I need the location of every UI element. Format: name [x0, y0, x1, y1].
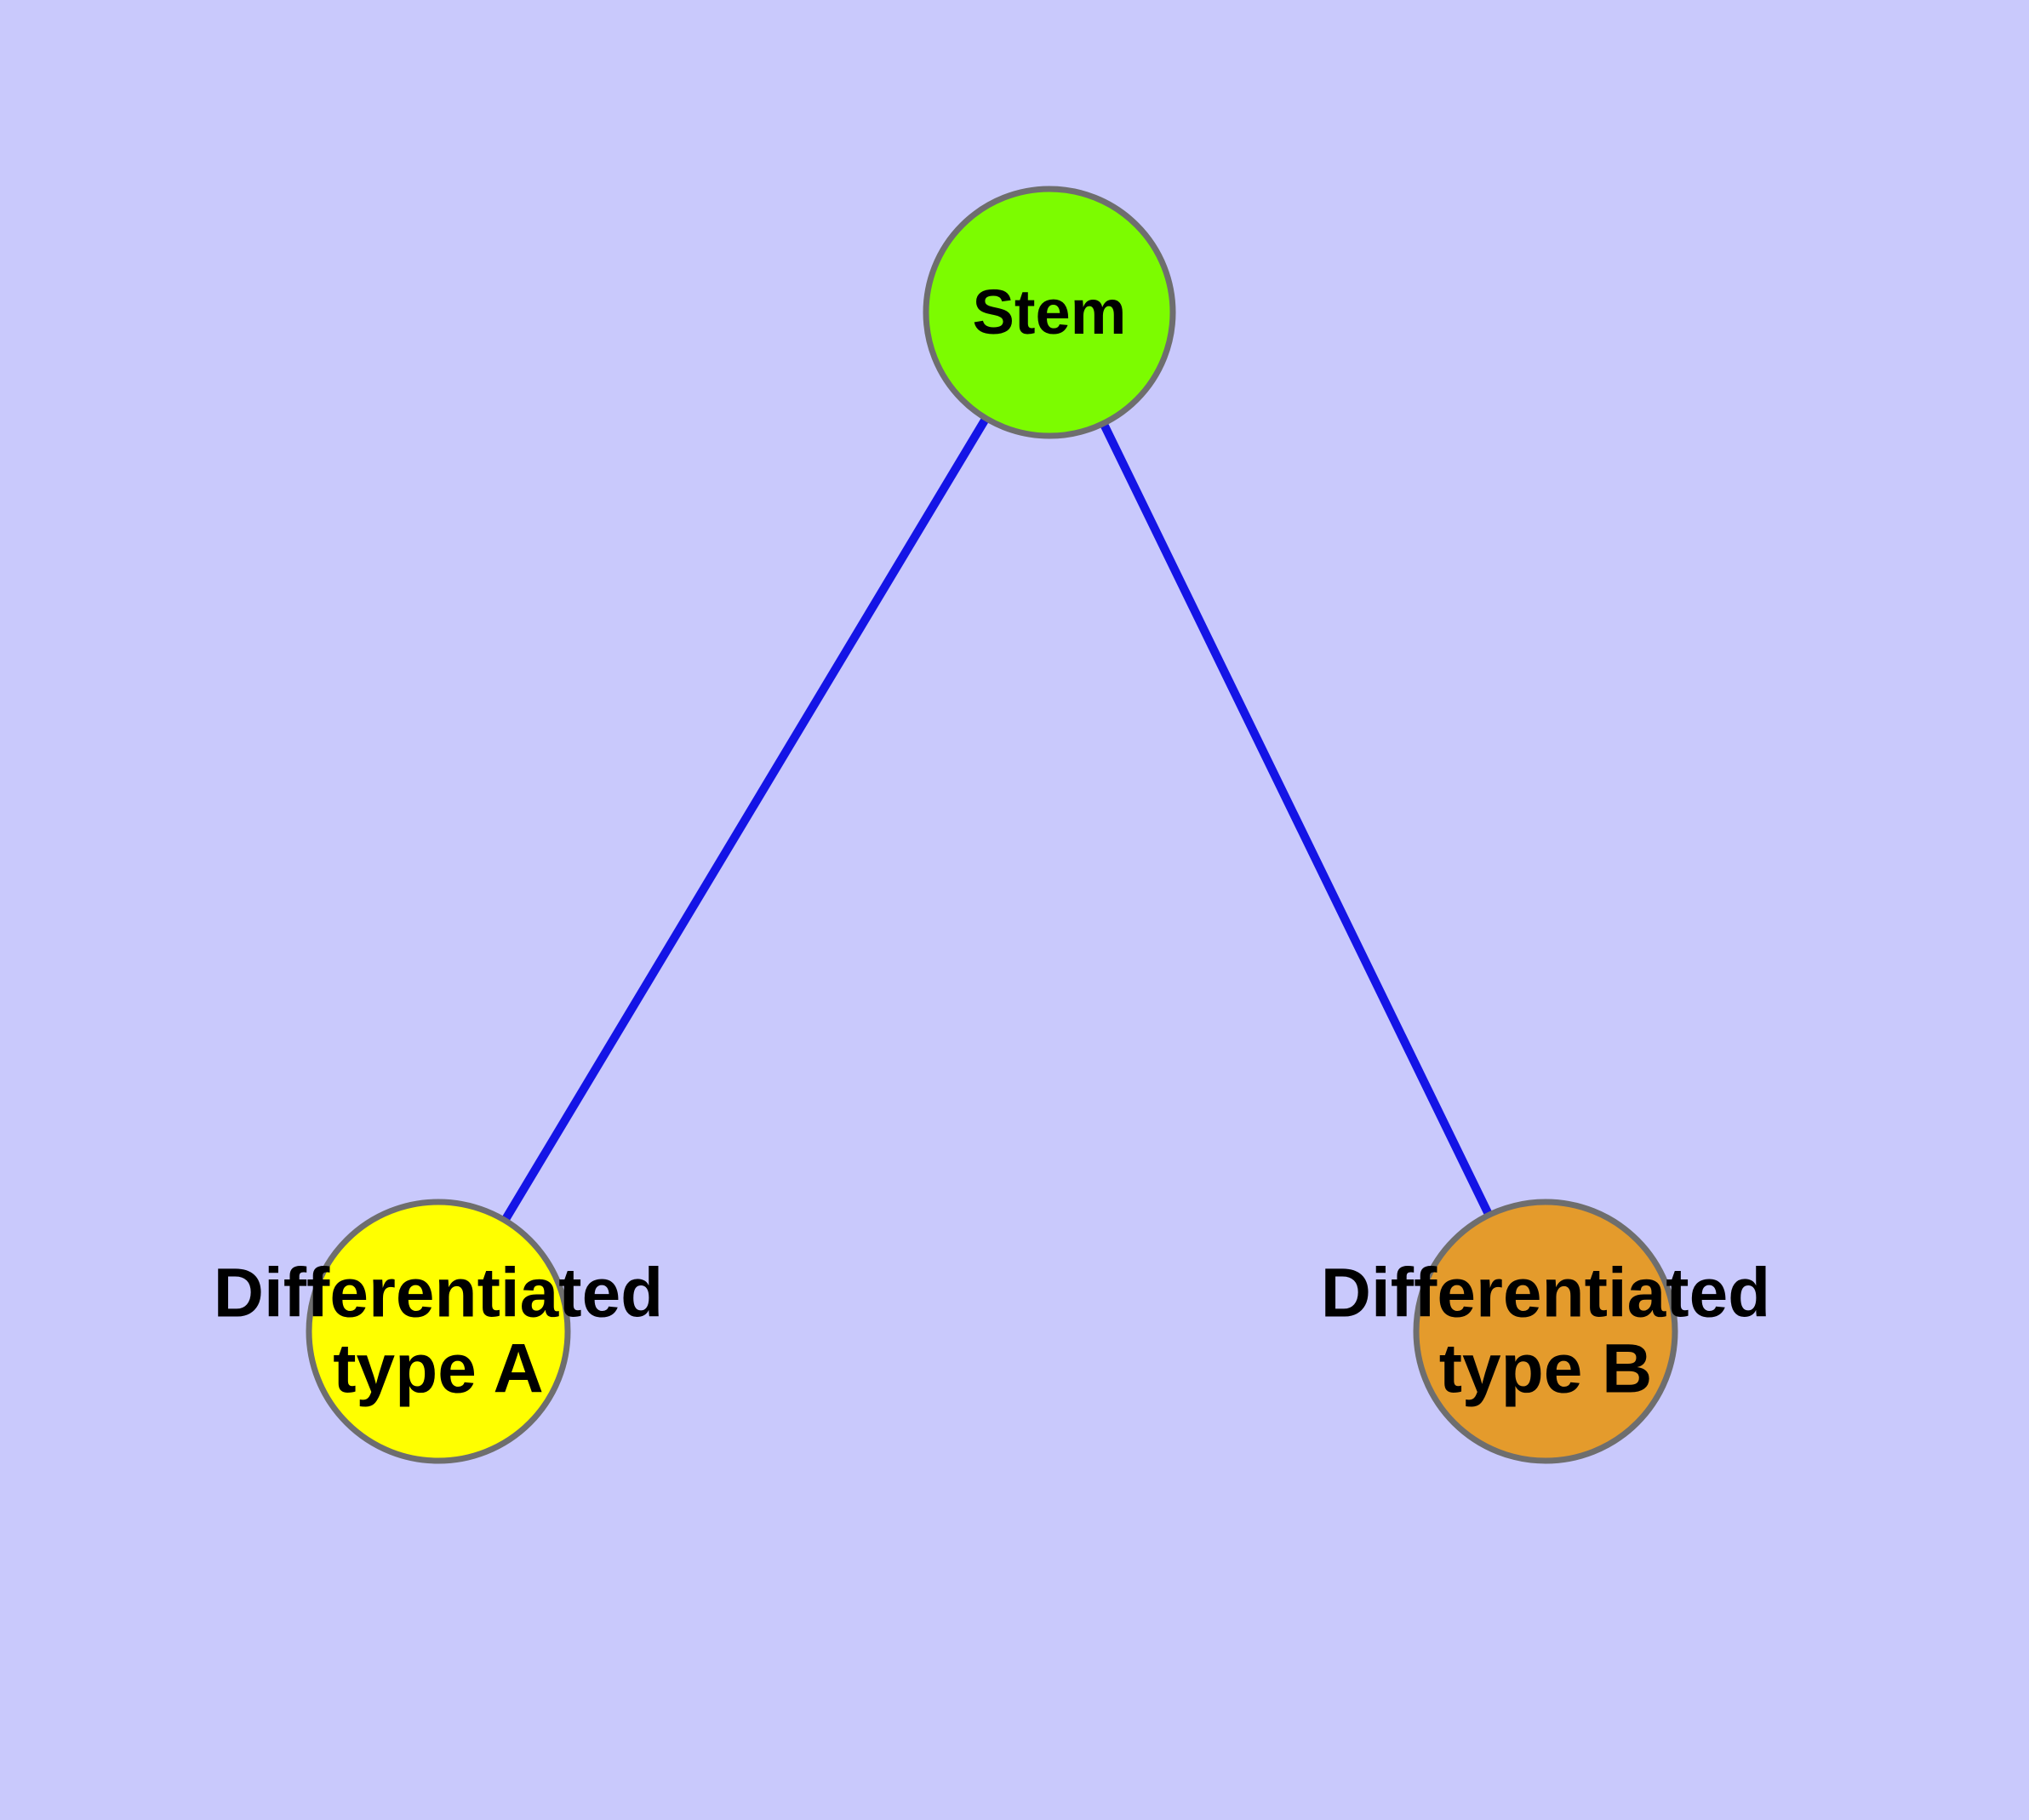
edge-layer	[434, 310, 1550, 1334]
node-differentiated-type-b[interactable]	[1413, 1199, 1678, 1464]
node-layer	[306, 186, 1678, 1464]
edge-stem-to-differentiated-type-a[interactable]	[434, 310, 1054, 1334]
node-stem[interactable]	[923, 186, 1176, 439]
node-differentiated-type-a[interactable]	[306, 1199, 571, 1464]
edge-stem-to-differentiated-type-b[interactable]	[1045, 310, 1550, 1334]
